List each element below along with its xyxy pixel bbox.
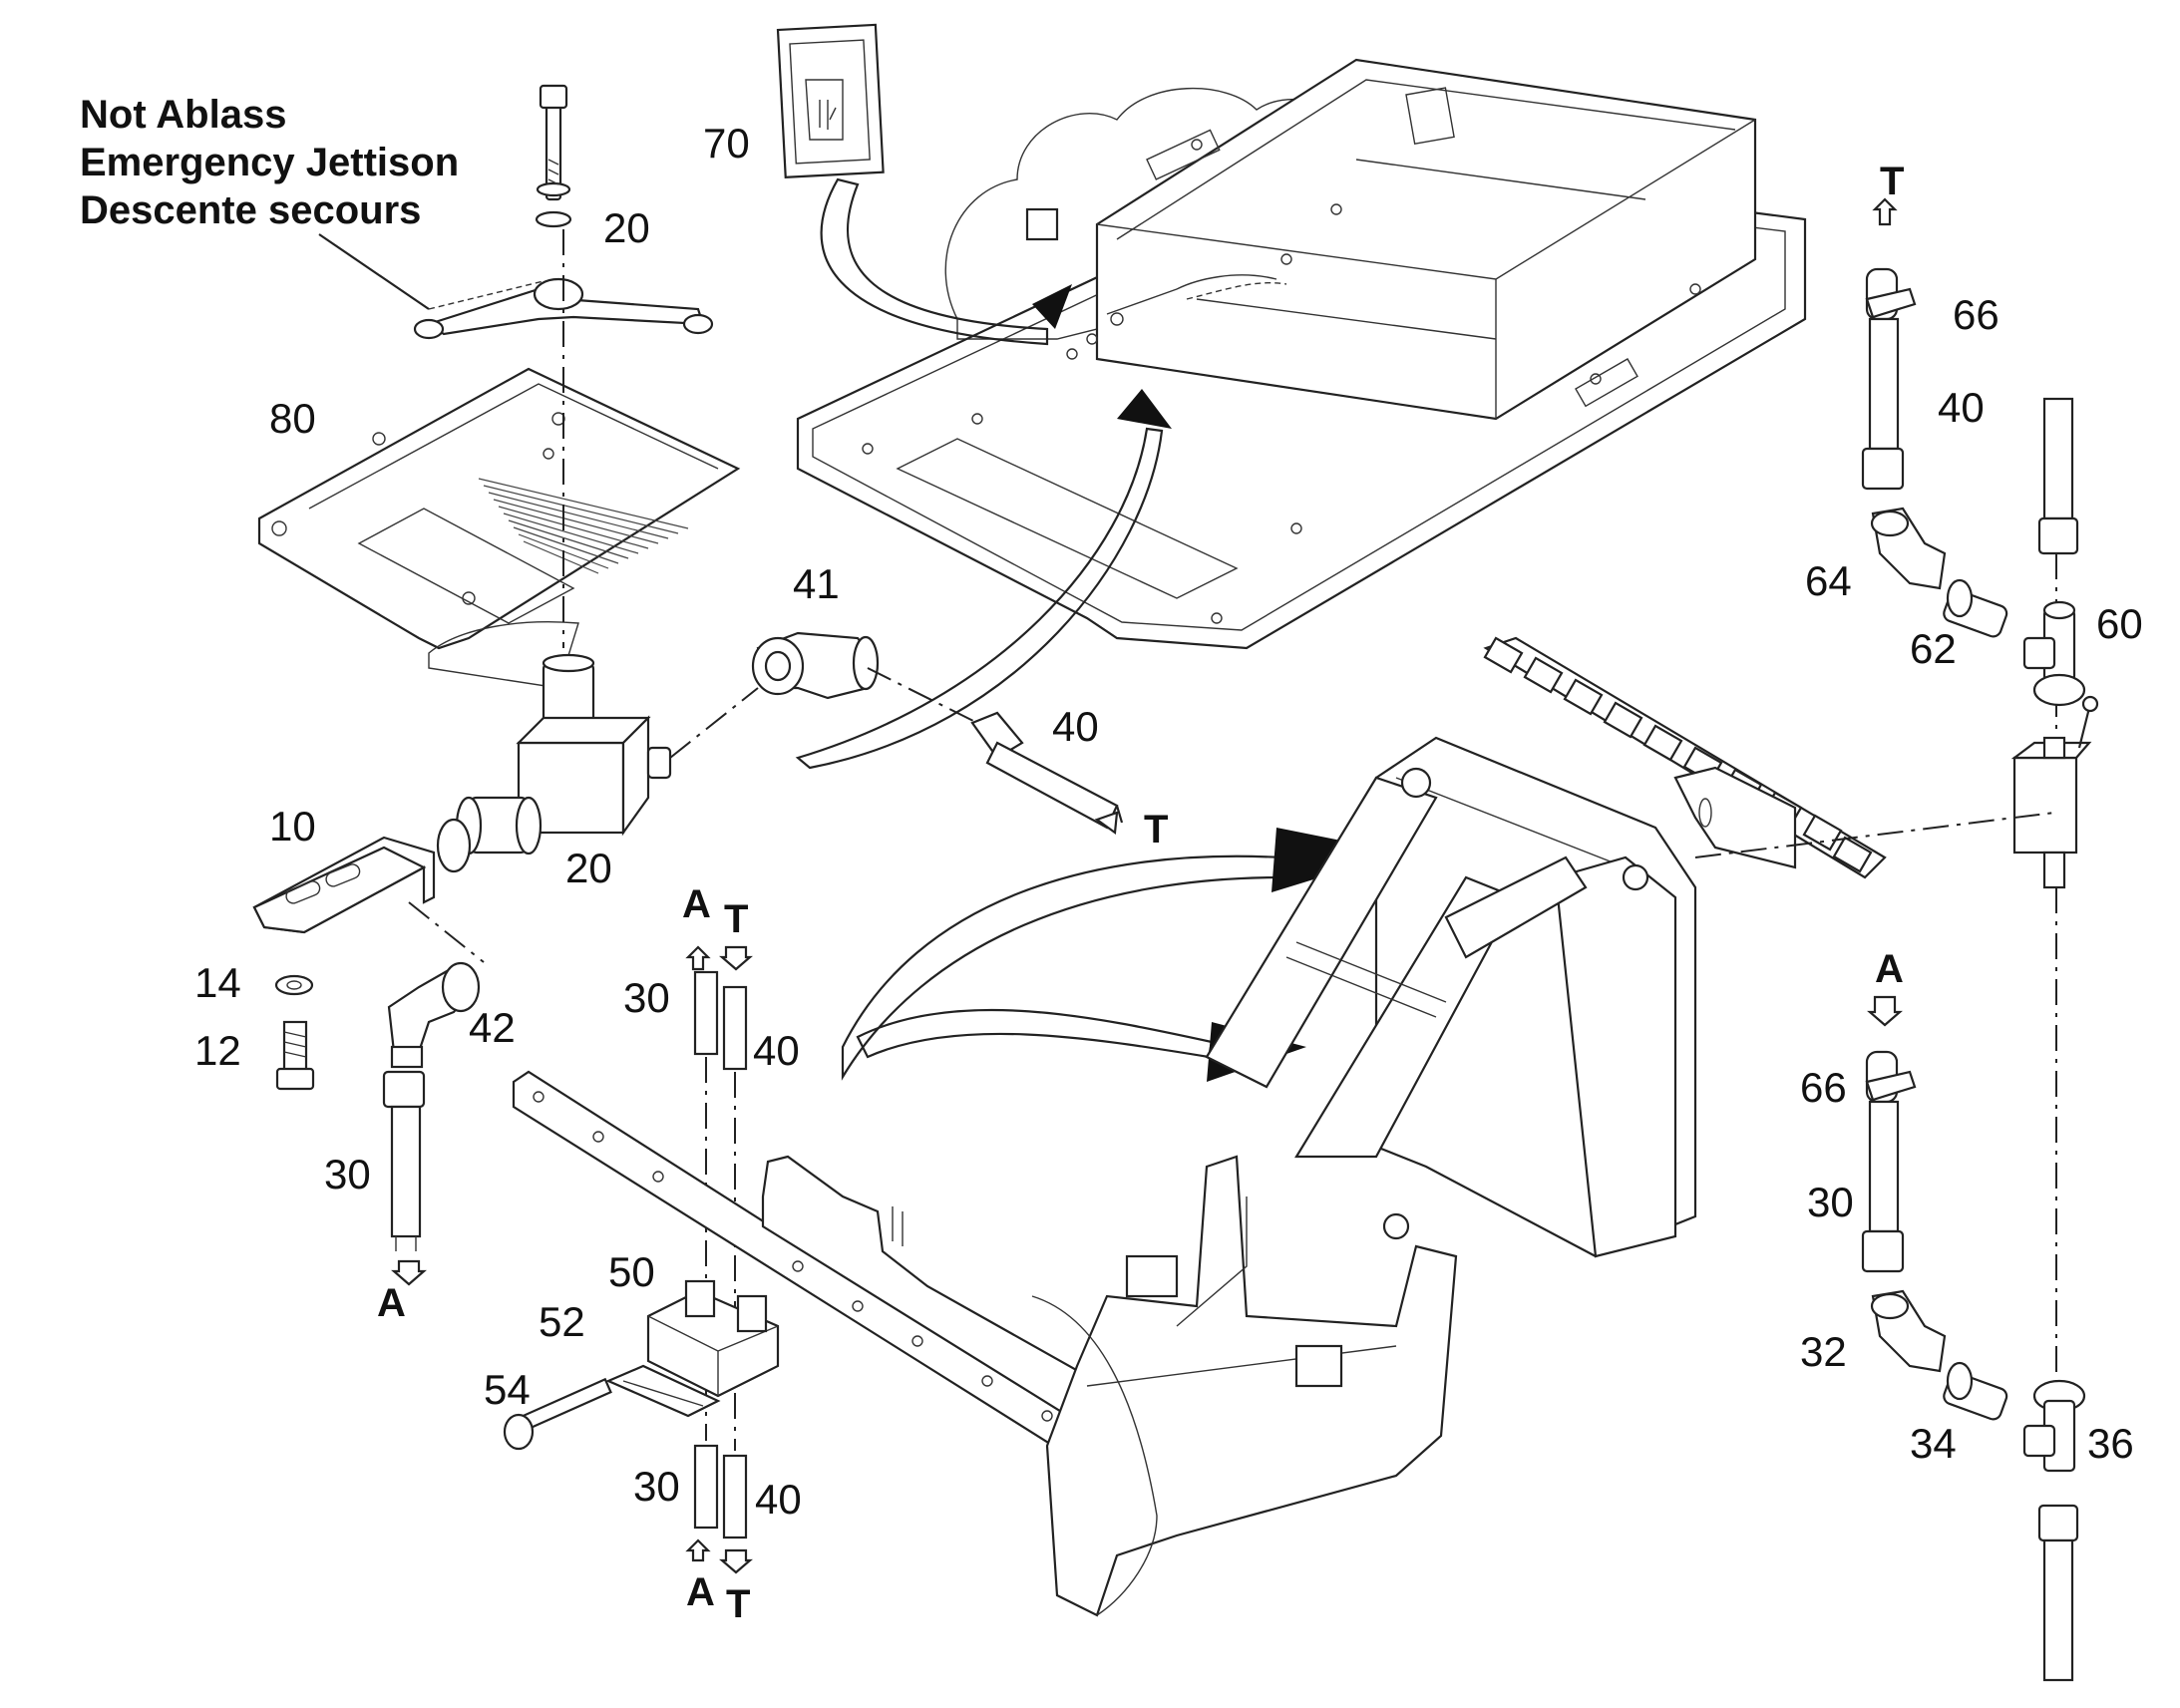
cover-plate (257, 367, 741, 689)
port-t-clamp-top: T (724, 897, 748, 941)
callout-40-top: 40 (753, 1027, 800, 1074)
callout-30-bottom: 30 (633, 1463, 680, 1510)
callout-62: 62 (1910, 625, 1957, 672)
callout-42: 42 (469, 1004, 516, 1051)
title-line-en: Emergency Jettison (80, 141, 459, 184)
callout-40-right: 40 (1938, 384, 1985, 431)
hose-pair-bottom (693, 1444, 748, 1539)
tee-fitting-36 (2022, 1379, 2086, 1473)
callout-30-left: 30 (324, 1151, 371, 1197)
callout-40-middle: 40 (1052, 703, 1099, 750)
hose-30-right (1861, 1050, 1917, 1273)
hose-40-right (1861, 267, 1917, 491)
hose-30-left (382, 1070, 426, 1251)
centerline-bracket (408, 901, 485, 963)
hose-pair-top (693, 970, 748, 1071)
machine-platform-illustration (796, 58, 1807, 650)
callout-30-top: 30 (623, 974, 670, 1021)
hose-stub-right-top (2037, 397, 2079, 555)
washer-14 (274, 974, 314, 996)
mounting-bracket-10 (252, 836, 436, 934)
port-t-middle: T (1144, 808, 1168, 852)
callout-20-lever: 20 (603, 204, 650, 251)
port-labels: T A T A A T A T (377, 160, 1904, 1626)
elbow-fitting-42 (387, 961, 481, 1069)
port-a-right: A (1875, 947, 1904, 991)
centerline-41 (867, 667, 988, 729)
title-line-fr: Descente secours (80, 188, 421, 232)
callout-12: 12 (194, 1027, 241, 1074)
port-a-clamp-bottom: A (686, 1570, 715, 1614)
bolt-12 (275, 1020, 315, 1091)
hose-stub-right-bottom (2037, 1504, 2079, 1682)
port-t-right-top: T (1880, 160, 1904, 203)
elbow-fitting-32 (1870, 1289, 1947, 1373)
port-a-clamp-top: A (682, 882, 711, 926)
right-valve-block (2010, 695, 2099, 889)
tee-fitting-60 (2022, 600, 2086, 707)
callout-14: 14 (194, 959, 241, 1006)
callout-66-top: 66 (1953, 291, 1999, 338)
callout-labels: 20 70 80 41 40 10 20 14 12 42 30 30 40 5… (194, 120, 2143, 1523)
callout-30-right: 30 (1807, 1179, 1854, 1225)
port-a-left: A (377, 1281, 406, 1325)
callout-64: 64 (1805, 557, 1852, 604)
callout-40-bottom: 40 (755, 1476, 802, 1523)
centerline-valve (669, 687, 759, 759)
port-arrows (391, 197, 1903, 1574)
jettison-sticker (776, 23, 885, 178)
centerline-chain-block (1694, 812, 2055, 858)
callout-70: 70 (703, 120, 750, 167)
callout-10: 10 (269, 803, 316, 850)
callout-60: 60 (2096, 600, 2143, 647)
title-line-de: Not Ablass (80, 93, 286, 137)
emergency-lever (318, 84, 714, 340)
fitting-62 (1943, 578, 2008, 638)
lifting-arm-assembly (1031, 736, 1697, 1617)
port-t-clamp-bottom: T (726, 1582, 750, 1626)
callout-50: 50 (608, 1248, 655, 1295)
callout-20-valve: 20 (565, 845, 612, 891)
elbow-fitting-64 (1870, 507, 1947, 590)
drag-chain (1483, 636, 1887, 879)
callout-41: 41 (793, 560, 840, 607)
jettison-valve (436, 653, 672, 873)
elbow-fitting-41 (751, 631, 880, 700)
hose-40-middle (970, 711, 1124, 830)
frame-rail (512, 1070, 1094, 1463)
callout-54: 54 (484, 1366, 531, 1413)
callout-34: 34 (1910, 1420, 1957, 1467)
callout-66-bottom: 66 (1800, 1064, 1847, 1111)
callout-52: 52 (539, 1298, 585, 1345)
callout-80: 80 (269, 395, 316, 442)
clamp-bolt-54 (503, 1377, 612, 1451)
jettison-title: Not Ablass Emergency Jettison Descente s… (80, 93, 459, 232)
fitting-34 (1943, 1361, 2008, 1421)
callout-36: 36 (2087, 1420, 2134, 1467)
callout-32: 32 (1800, 1328, 1847, 1375)
clamp-plate-52 (605, 1364, 721, 1418)
hose-clamp-50 (646, 1279, 780, 1398)
